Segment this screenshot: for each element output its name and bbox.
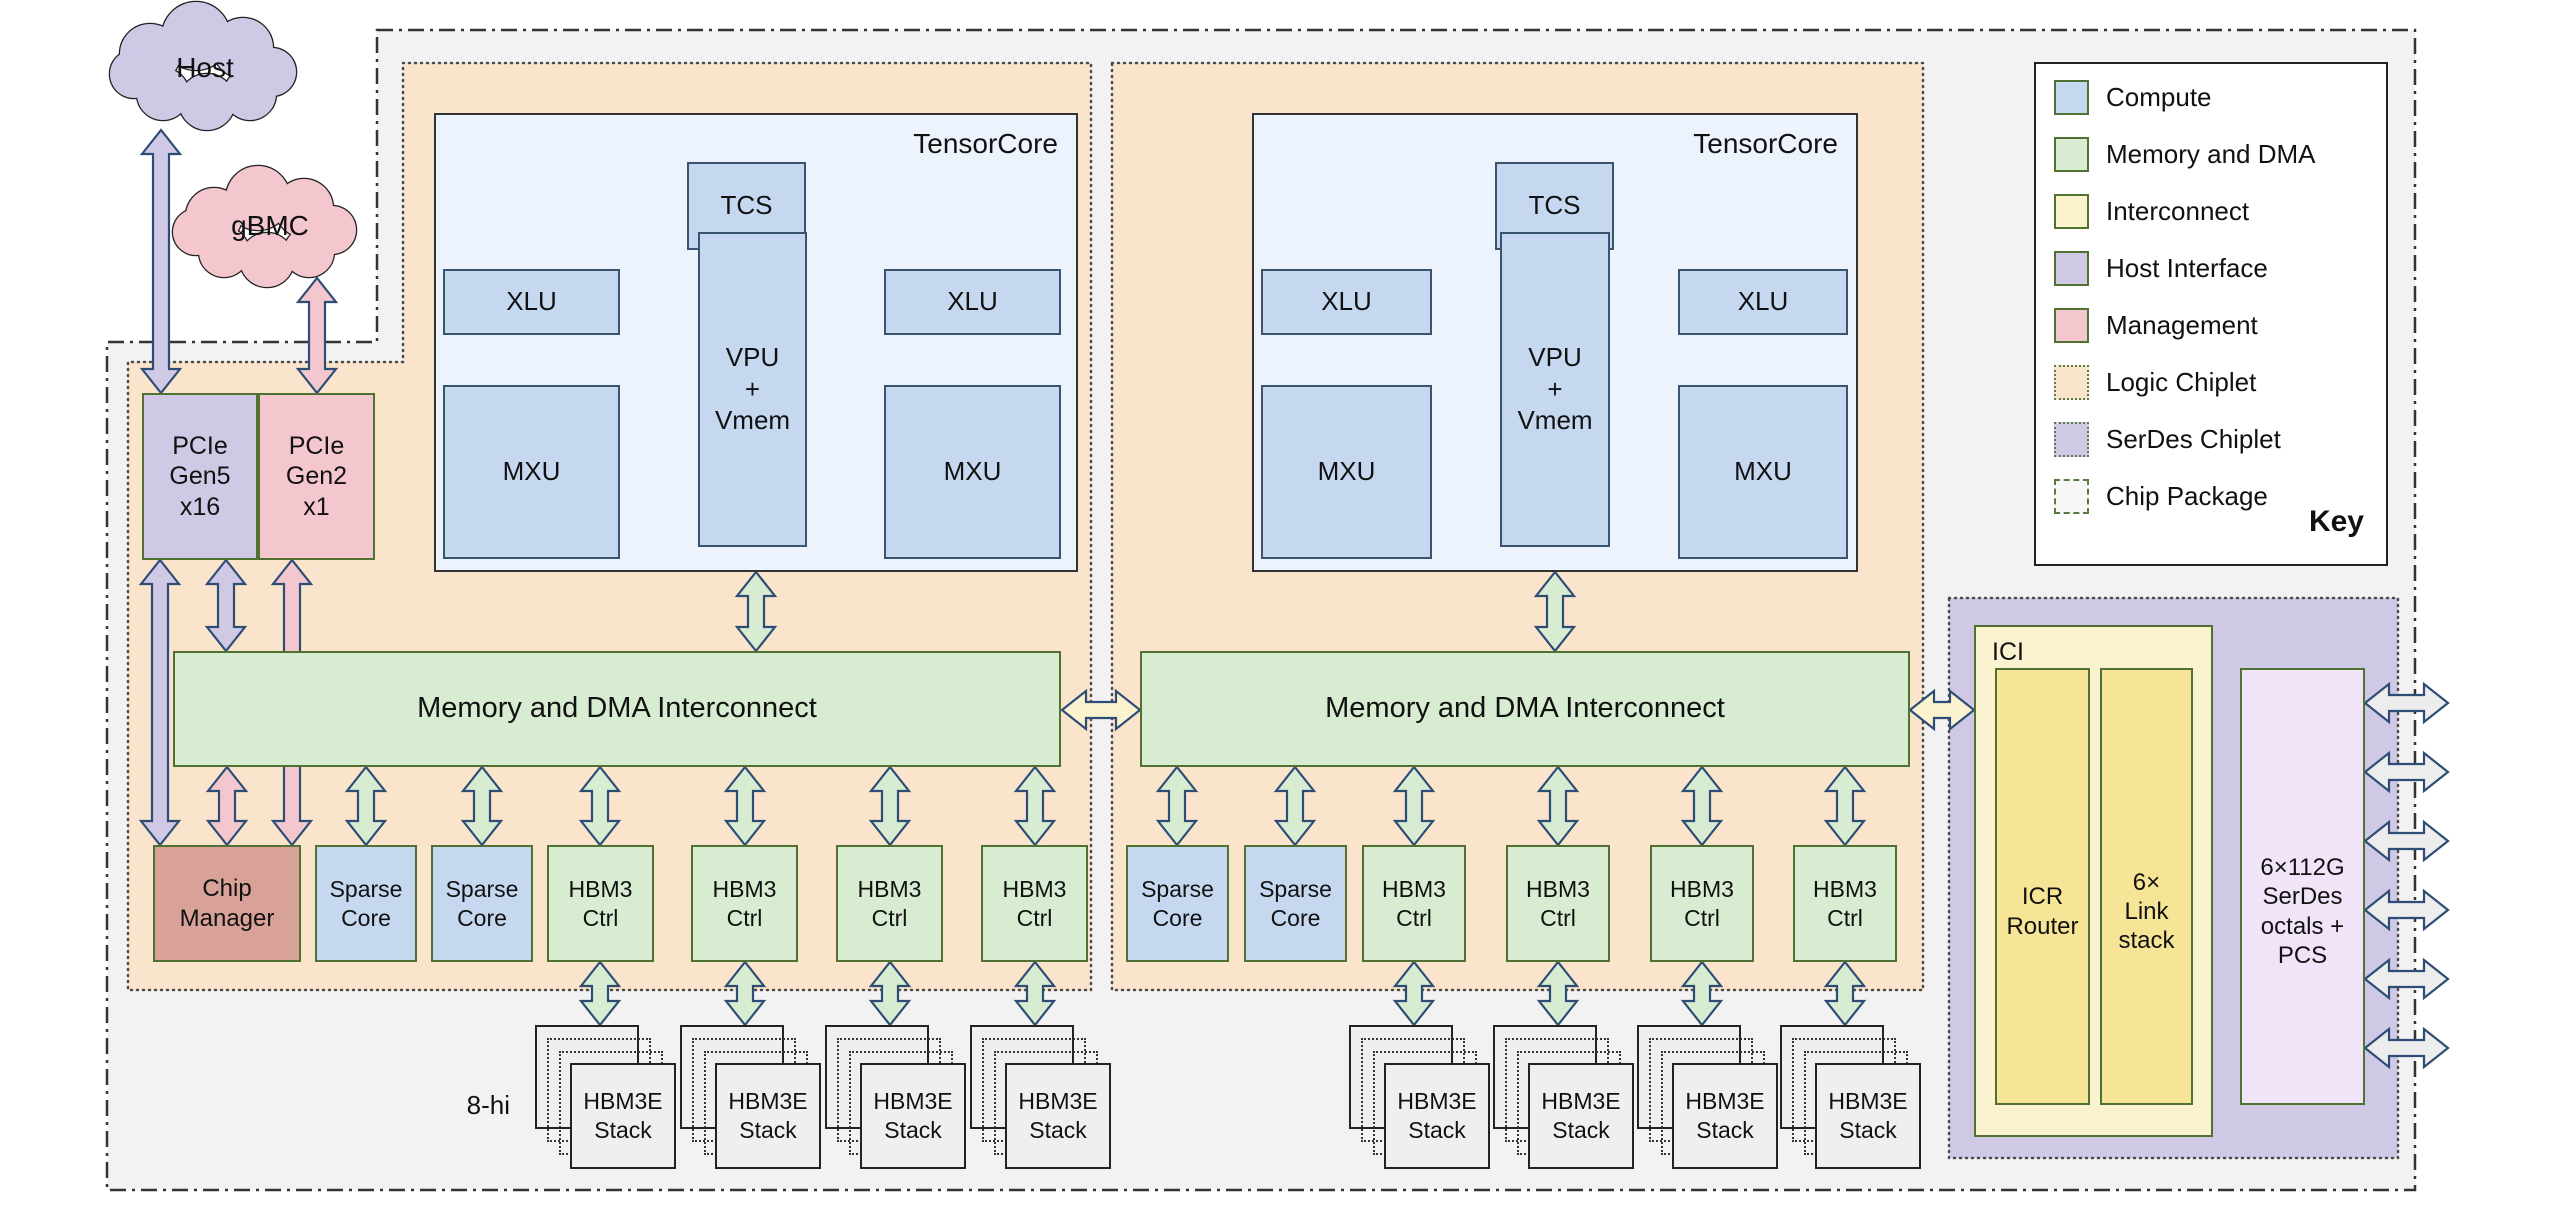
- link-stack-block: 6× Link stack: [2100, 668, 2193, 1105]
- mxu-block-r1: MXU: [1261, 385, 1432, 559]
- chip-manager-block: Chip Manager: [153, 845, 301, 962]
- sparse-core-block-r1: Sparse Core: [1126, 845, 1229, 962]
- memory-dma-interconnect-right: Memory and DMA Interconnect: [1140, 651, 1910, 767]
- mxu-block-l2: MXU: [884, 385, 1061, 559]
- mxu-block-l1: MXU: [443, 385, 620, 559]
- vpu-vmem-block-right: VPU + Vmem: [1500, 232, 1610, 547]
- serdes-io-arrow-3: [2363, 819, 2450, 863]
- legend-row-interconnect: Interconnect: [2054, 194, 2374, 229]
- hbm3e-stack-label: HBM3E Stack: [570, 1063, 676, 1169]
- memory-swatch: [2054, 137, 2089, 172]
- sparse-core-block-l2: Sparse Core: [431, 845, 533, 962]
- hbm3e-stack-label: HBM3E Stack: [1815, 1063, 1921, 1169]
- hbm3-ctrl-block-l4: HBM3 Ctrl: [981, 845, 1088, 962]
- xlu-block-r2: XLU: [1678, 269, 1848, 335]
- serdes-io-arrow-2: [2363, 750, 2450, 794]
- gbmc-cloud-label: gBMC: [231, 209, 309, 241]
- pcie-gen5-block: PCIe Gen5 x16: [142, 393, 258, 560]
- hbm3e-stack-label: HBM3E Stack: [1384, 1063, 1490, 1169]
- legend-row-compute: Compute: [2054, 80, 2374, 115]
- hbm3-ctrl-block-l1: HBM3 Ctrl: [547, 845, 654, 962]
- ici-title: ICI: [1992, 638, 2024, 666]
- legend-label: Host Interface: [2106, 253, 2268, 283]
- tensorcore-left-title: TensorCore: [913, 128, 1058, 159]
- mxu-block-r2: MXU: [1678, 385, 1848, 559]
- pcie-gen2-block: PCIe Gen2 x1: [258, 393, 375, 560]
- host-cloud-label: Host: [176, 51, 234, 83]
- hbm3-ctrl-block-r1: HBM3 Ctrl: [1362, 845, 1466, 962]
- serdes-io-arrow-1: [2363, 681, 2450, 725]
- legend-label: Compute: [2106, 82, 2212, 112]
- hbm3e-stack-label: HBM3E Stack: [860, 1063, 966, 1169]
- management-swatch: [2054, 308, 2089, 343]
- serdes-io-arrow-6: [2363, 1026, 2450, 1070]
- legend-row-management: Management: [2054, 308, 2374, 343]
- legend-label: Logic Chiplet: [2106, 367, 2257, 397]
- sparse-core-block-r2: Sparse Core: [1244, 845, 1347, 962]
- legend-title: Key: [2308, 505, 2364, 538]
- legend-row-chip-package: Chip Package: [2054, 479, 2374, 514]
- legend-row-memory: Memory and DMA: [2054, 137, 2374, 172]
- legend-label: SerDes Chiplet: [2106, 424, 2281, 454]
- legend-row-logic-chiplet: Logic Chiplet: [2054, 365, 2374, 400]
- host-interface-swatch: [2054, 251, 2089, 286]
- hbm3-ctrl-block-r2: HBM3 Ctrl: [1506, 845, 1610, 962]
- hbm3e-stack-label: HBM3E Stack: [1528, 1063, 1634, 1169]
- chip-package-swatch: [2054, 479, 2089, 514]
- legend-row-host: Host Interface: [2054, 251, 2374, 286]
- vpu-vmem-block-left: VPU + Vmem: [698, 232, 807, 547]
- interconnect-swatch: [2054, 194, 2089, 229]
- hbm3-ctrl-block-l3: HBM3 Ctrl: [836, 845, 943, 962]
- compute-swatch: [2054, 80, 2089, 115]
- legend-row-serdes-chiplet: SerDes Chiplet: [2054, 422, 2374, 457]
- legend-label: Chip Package: [2106, 481, 2268, 511]
- serdes-io-arrow-4: [2363, 888, 2450, 932]
- xlu-block-r1: XLU: [1261, 269, 1432, 335]
- gbmc-to-pcie-arrow: [295, 276, 339, 395]
- hbm3e-stack-label: HBM3E Stack: [715, 1063, 821, 1169]
- memory-dma-interconnect-left: Memory and DMA Interconnect: [173, 651, 1061, 767]
- icr-router-block: ICR Router: [1995, 668, 2090, 1105]
- serdes-chiplet-swatch: [2054, 422, 2089, 457]
- hbm3-ctrl-block-l2: HBM3 Ctrl: [691, 845, 798, 962]
- legend-label: Memory and DMA: [2106, 139, 2316, 169]
- sparse-core-block-l1: Sparse Core: [315, 845, 417, 962]
- hbm3e-stack-label: HBM3E Stack: [1672, 1063, 1778, 1169]
- logic-chiplet-swatch: [2054, 365, 2089, 400]
- legend-label: Interconnect: [2106, 196, 2250, 226]
- hbm3-ctrl-block-r3: HBM3 Ctrl: [1650, 845, 1754, 962]
- stack-height-label: 8-hi: [466, 1090, 510, 1121]
- hbm3-ctrl-block-r4: HBM3 Ctrl: [1793, 845, 1897, 962]
- hbm3e-stack-label: HBM3E Stack: [1005, 1063, 1111, 1169]
- tensorcore-right-title: TensorCore: [1693, 128, 1838, 159]
- xlu-block-l1: XLU: [443, 269, 620, 335]
- xlu-block-l2: XLU: [884, 269, 1061, 335]
- serdes-octals-block: 6×112G SerDes octals + PCS: [2240, 668, 2365, 1105]
- legend-box: [2034, 62, 2388, 566]
- serdes-io-arrow-5: [2363, 957, 2450, 1001]
- legend-label: Management: [2106, 310, 2258, 340]
